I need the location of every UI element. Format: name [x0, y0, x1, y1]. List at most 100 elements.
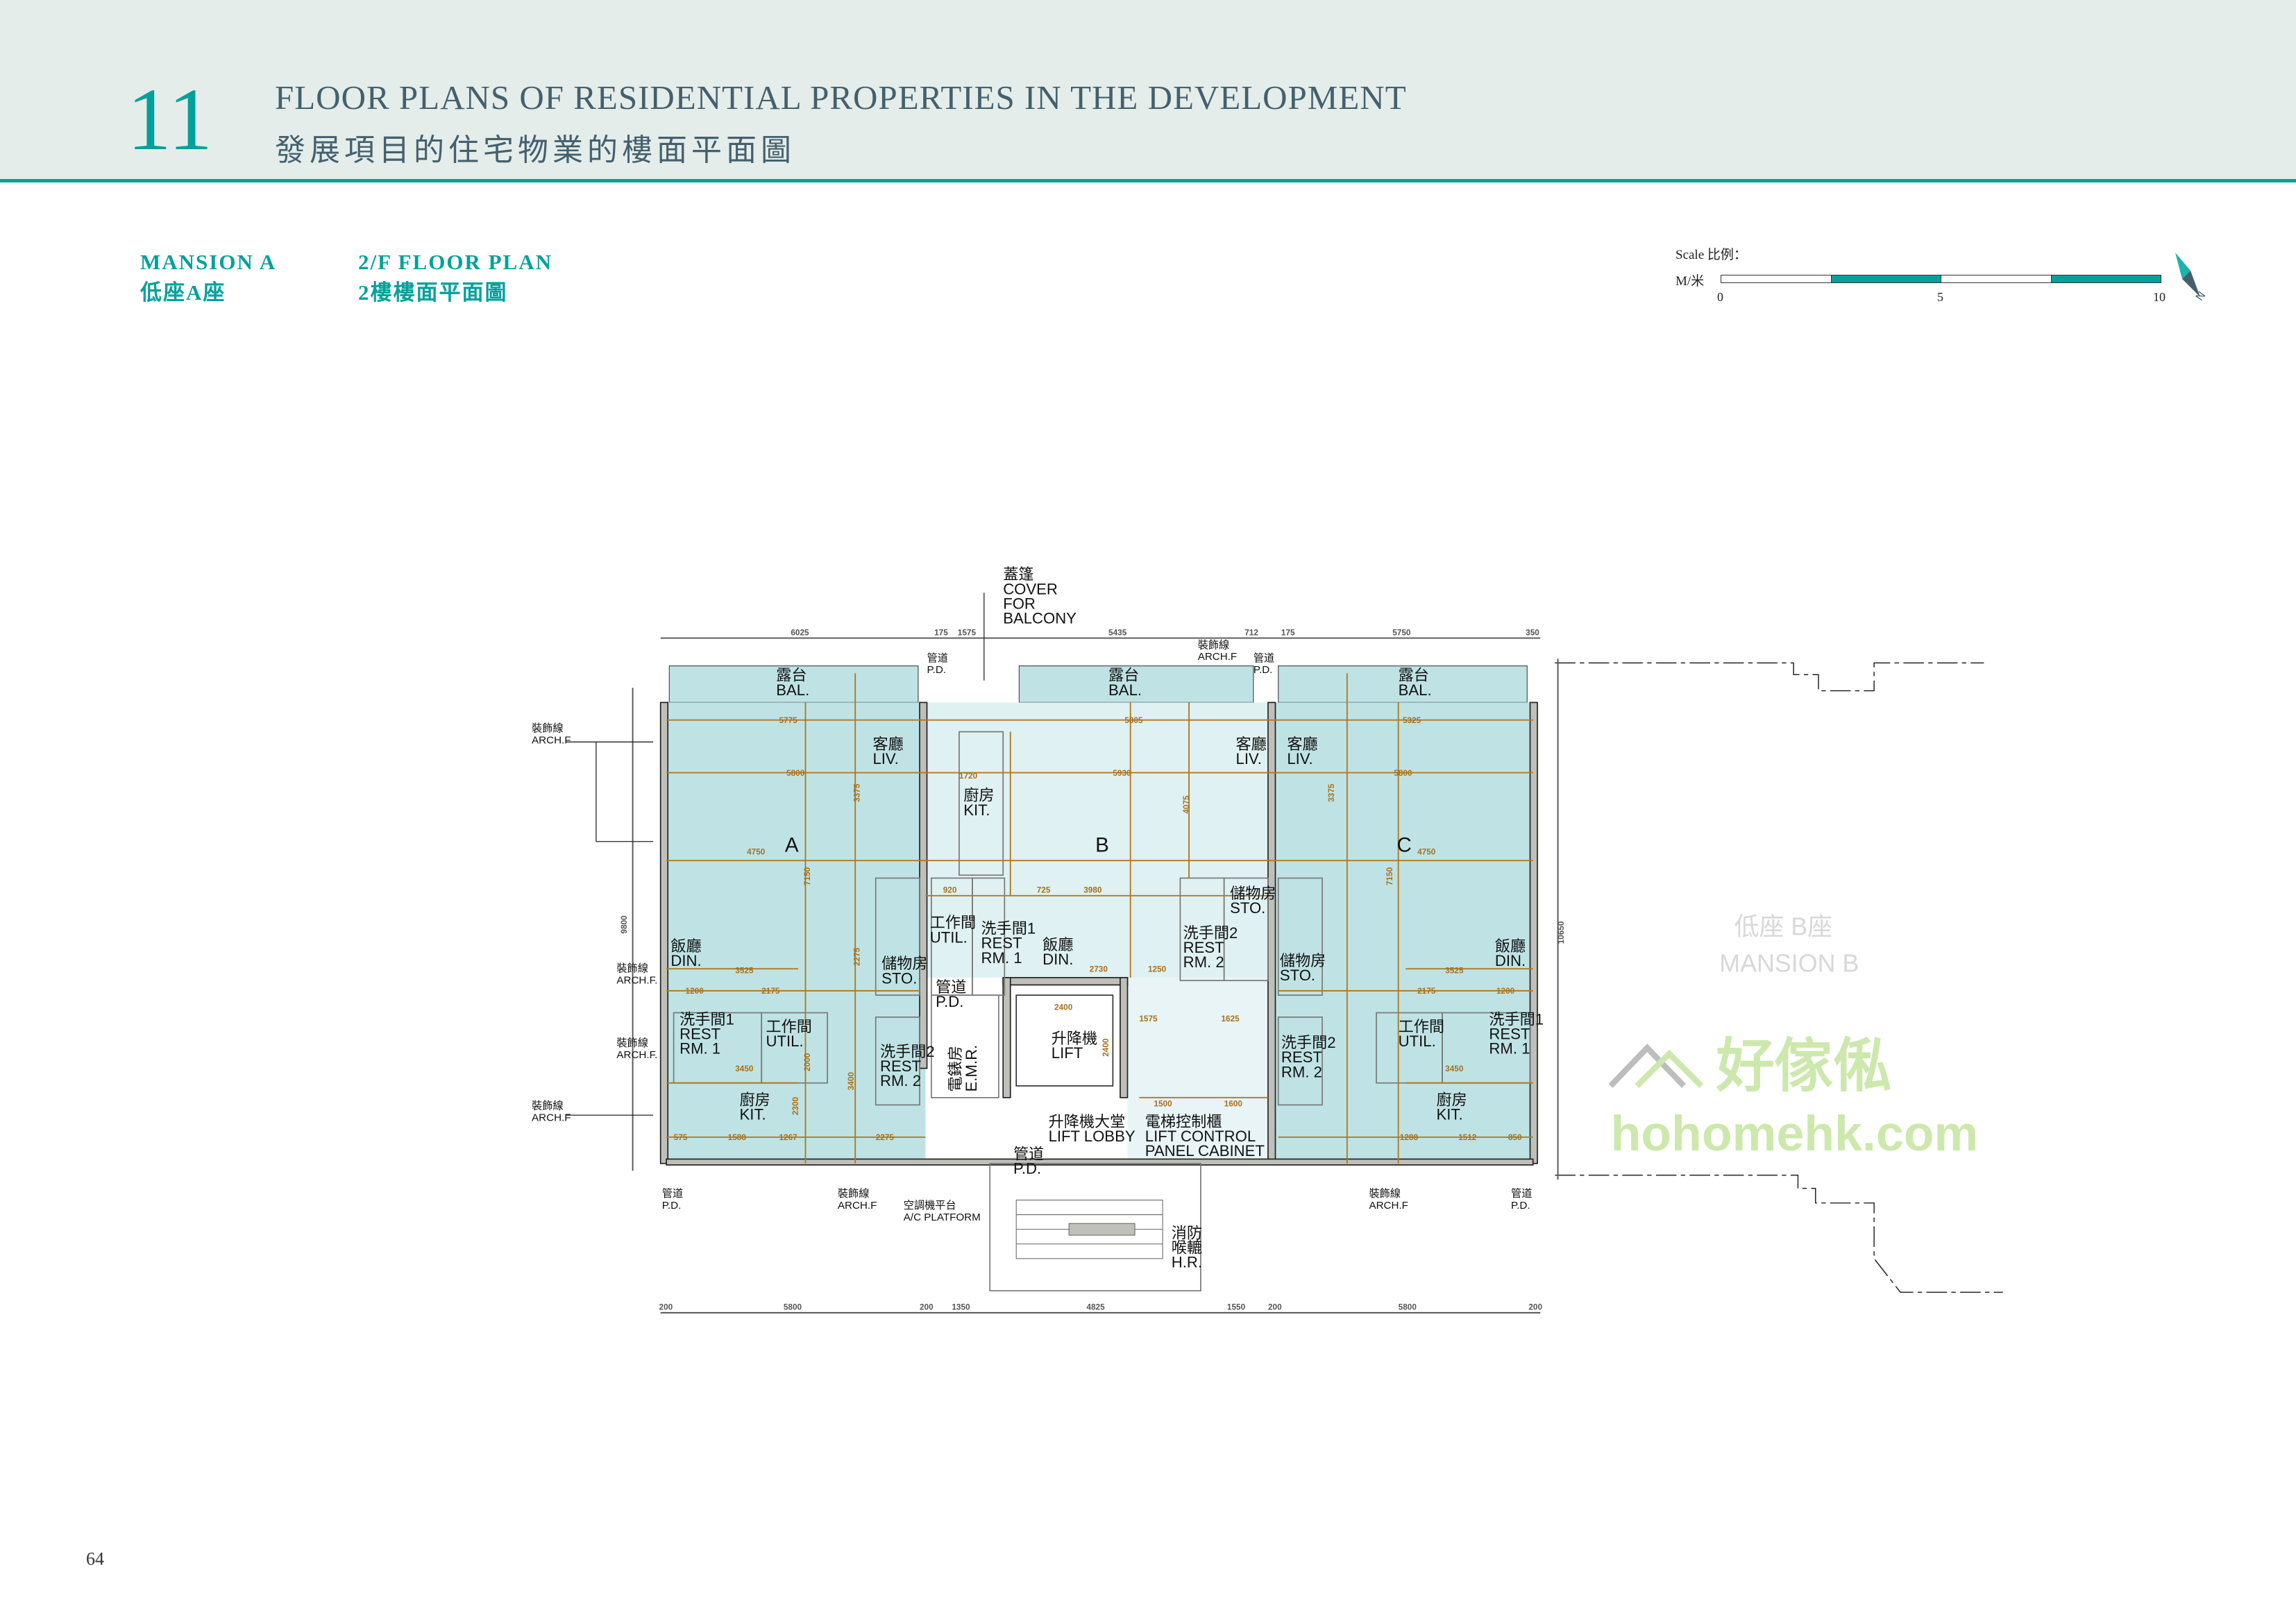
- svg-text:4750: 4750: [1417, 847, 1436, 857]
- scale-bar: Scale 比例： M/米 0 5 10 N: [1675, 244, 2217, 314]
- svg-text:1550: 1550: [1227, 1302, 1246, 1312]
- top-dimensions: 6025 175 1575 5435 712 175 5750 350: [791, 627, 1539, 637]
- scale-label: Scale 比例：: [1675, 248, 1747, 262]
- svg-text:3450: 3450: [735, 1064, 754, 1073]
- lift-car: [1015, 994, 1114, 1087]
- floor-plan-label-en: 2/F FLOOR PLAN: [358, 250, 553, 274]
- scale-tick-0: 0: [1717, 290, 1723, 304]
- svg-text:5805: 5805: [1124, 715, 1143, 725]
- unit-a-area: [666, 702, 926, 1164]
- chapter-header: 11 FLOOR PLANS OF RESIDENTIAL PROPERTIES…: [0, 0, 2296, 182]
- svg-text:好傢俬: 好傢俬: [1715, 1033, 1891, 1098]
- svg-text:350: 350: [1526, 627, 1539, 637]
- unit-c-label: C: [1397, 834, 1412, 857]
- svg-text:1288: 1288: [1400, 1132, 1419, 1142]
- svg-text:1500: 1500: [1154, 1098, 1172, 1108]
- svg-text:1250: 1250: [1148, 964, 1167, 974]
- svg-text:920: 920: [943, 885, 957, 895]
- svg-text:5750: 5750: [1392, 627, 1411, 637]
- svg-text:2175: 2175: [761, 986, 780, 996]
- overall-dimension-lines: [632, 637, 1559, 1314]
- svg-text:1512: 1512: [1458, 1132, 1477, 1142]
- svg-text:1625: 1625: [1221, 1014, 1240, 1023]
- unit-c-balcony: [1278, 665, 1528, 704]
- bottom-dimensions: 200 5800 200 1350 4825 1550 200 5800 200…: [619, 915, 1566, 1312]
- page-number: 64: [86, 1549, 104, 1569]
- svg-text:3450: 3450: [1445, 1064, 1464, 1073]
- svg-text:2300: 2300: [791, 1096, 800, 1115]
- svg-text:175: 175: [934, 627, 948, 637]
- svg-text:管道P.D.: 管道P.D.: [927, 652, 948, 676]
- svg-text:2275: 2275: [876, 1132, 895, 1142]
- chapter-title-en: FLOOR PLANS OF RESIDENTIAL PROPERTIES IN…: [275, 78, 1407, 117]
- svg-text:1200: 1200: [1496, 986, 1515, 996]
- north-arrow-icon: N: [2175, 253, 2208, 303]
- svg-text:2400: 2400: [1054, 1002, 1073, 1012]
- svg-text:4075: 4075: [1181, 795, 1191, 814]
- svg-text:200: 200: [1268, 1302, 1282, 1312]
- mansion-b-label: 低座 B座 MANSION B: [1719, 913, 1859, 978]
- chapter-number: 11: [127, 70, 213, 169]
- svg-text:9800: 9800: [619, 915, 629, 934]
- svg-text:5800: 5800: [784, 1302, 802, 1312]
- unit-c-area: [1274, 702, 1533, 1164]
- svg-text:4750: 4750: [747, 847, 766, 857]
- unit-b-balcony: [1018, 665, 1254, 704]
- svg-text:4825: 4825: [1086, 1302, 1105, 1312]
- svg-text:1267: 1267: [779, 1132, 798, 1142]
- inner-dimensions: 5775 5800 4750 3525 2175 1200 3450 7150 …: [674, 715, 1522, 1142]
- leader-lines: [565, 593, 985, 1116]
- emr-label: 電錶房E.M.R.: [947, 1045, 980, 1092]
- svg-text:200: 200: [920, 1302, 934, 1312]
- svg-text:低座 B座: 低座 B座: [1734, 913, 1832, 941]
- scale-bar-segments: [1721, 275, 2161, 283]
- partitions: [673, 731, 1531, 1292]
- svg-text:5775: 5775: [779, 715, 798, 725]
- unit-b-area: [925, 702, 1274, 978]
- svg-text:5325: 5325: [1403, 715, 1421, 725]
- svg-text:5435: 5435: [1108, 627, 1127, 637]
- svg-text:5800: 5800: [786, 768, 805, 778]
- svg-text:管道P.D.: 管道P.D.: [662, 1188, 683, 1212]
- dimension-lines: [666, 673, 1533, 1164]
- svg-text:5800: 5800: [1394, 768, 1412, 778]
- svg-text:2000: 2000: [802, 1053, 812, 1071]
- svg-text:7150: 7150: [1385, 867, 1394, 885]
- mansion-label-zh: 低座A座: [140, 280, 226, 305]
- svg-text:1575: 1575: [958, 627, 977, 637]
- svg-text:3525: 3525: [1445, 966, 1464, 976]
- svg-text:2175: 2175: [1417, 986, 1436, 996]
- svg-text:3980: 3980: [1083, 885, 1102, 895]
- svg-text:1720: 1720: [959, 771, 978, 781]
- svg-text:1588: 1588: [728, 1132, 747, 1142]
- svg-text:管道P.D.: 管道P.D.: [1253, 652, 1274, 676]
- svg-text:575: 575: [674, 1132, 688, 1142]
- svg-text:5800: 5800: [1399, 1302, 1417, 1312]
- svg-text:5930: 5930: [1113, 768, 1131, 778]
- svg-text:2275: 2275: [852, 947, 862, 966]
- svg-text:1600: 1600: [1224, 1098, 1243, 1108]
